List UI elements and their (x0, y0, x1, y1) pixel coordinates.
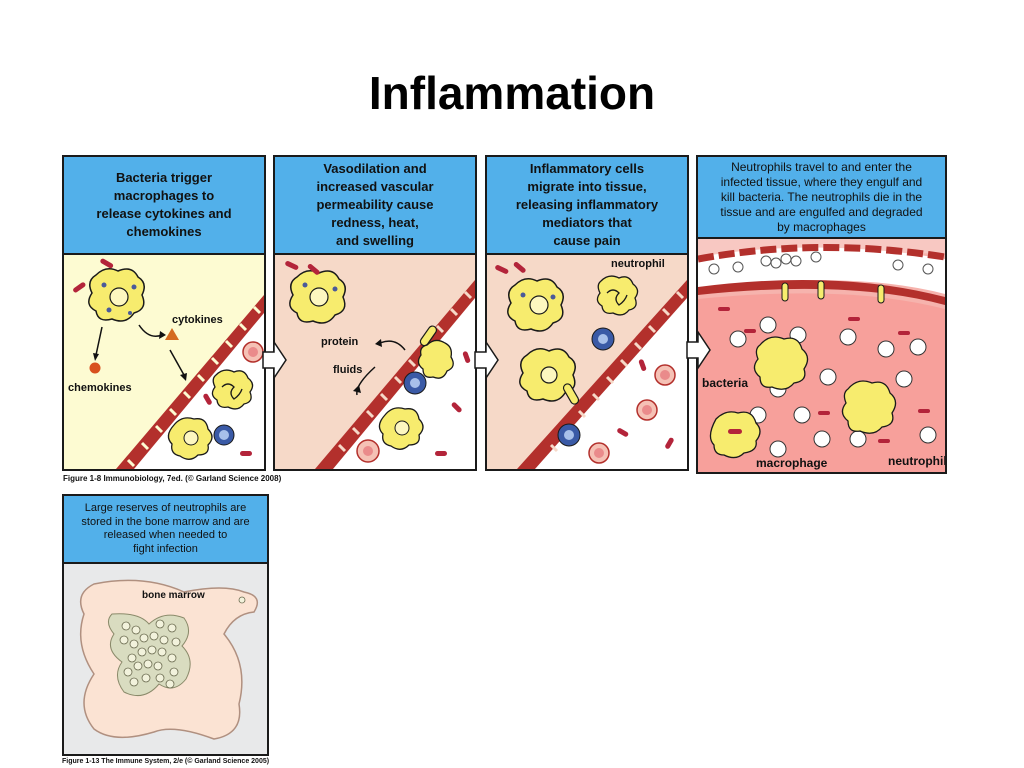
panel-3-header-line: Inflammatory cells (529, 161, 645, 176)
panel-3-illustration: neutrophil (487, 255, 687, 469)
panel-inflammatory-cells: Inflammatory cells migrate into tissue, … (485, 155, 689, 471)
panel-4-illustration: bacteria macrophage neutrophil (698, 239, 945, 472)
bacteria-label: bacteria (702, 376, 748, 390)
panel-3-header-line: cause pain (553, 233, 621, 248)
neutrophil-label: neutrophil (611, 258, 665, 270)
panel-1-header-line: release cytokines and (96, 206, 232, 221)
panel-2-header-line: redness, heat, (331, 215, 419, 230)
panel-4-header-line: by macrophages (777, 219, 866, 234)
panel-4-header-line: Neutrophils travel to and enter the (731, 159, 912, 174)
panel-bone-marrow: Large reserves of neutrophils are stored… (62, 494, 269, 756)
panel-2-header-line: permeability cause (316, 197, 434, 212)
panel-3-header-line: releasing inflammatory (515, 197, 659, 212)
panel-4-header-line: tissue and are engulfed and degraded (720, 204, 923, 219)
chemokines-label: chemokines (68, 382, 132, 394)
panel-2-header-line: Vasodilation and (323, 161, 427, 176)
panel-1-header-line: chemokines (126, 224, 202, 239)
panel-5-header-line: stored in the bone marrow and are (81, 515, 250, 528)
fluids-label: fluids (333, 364, 362, 376)
panel-1-header-line: Bacteria trigger (115, 170, 213, 185)
figure-caption-top: Figure 1-8 Immunobiology, 7ed. (© Garlan… (63, 474, 282, 483)
panel-2-header-line: increased vascular (316, 179, 434, 194)
panel-4-header-line: kill bacteria. The neutrophils die in th… (720, 189, 923, 204)
panel-5-header-line: released when needed to (103, 529, 228, 541)
slide-title: Inflammation (368, 67, 656, 119)
panel-3-header: Inflammatory cells migrate into tissue, … (487, 157, 687, 255)
neutrophil-label: neutrophil (888, 454, 945, 468)
next-arrow-icon (686, 330, 711, 370)
panel-5-header-line: Large reserves of neutrophils are (84, 502, 247, 514)
cytokines-label: cytokines (172, 314, 223, 326)
figure-caption-bottom: Figure 1-13 The Immune System, 2/e (© Ga… (62, 758, 270, 765)
panel-5-header: Large reserves of neutrophils are stored… (64, 496, 267, 564)
panel-4-header-line: infected tissue, where they engulf and (720, 174, 923, 189)
panel-5-header-line: fight infection (133, 542, 198, 555)
panel-bacteria-trigger: Bacteria trigger macrophages to release … (62, 155, 266, 471)
next-arrow-icon (262, 340, 287, 380)
panel-neutrophils-travel: Neutrophils travel to and enter the infe… (696, 155, 947, 474)
bone-marrow-label: bone marrow (142, 590, 205, 601)
protein-label: protein (321, 336, 359, 348)
panel-5-illustration: bone marrow (64, 564, 267, 754)
next-arrow-icon (474, 340, 499, 380)
panel-2-header: Vasodilation and increased vascular perm… (275, 157, 475, 255)
macrophage-label: macrophage (756, 456, 828, 470)
panel-4-header: Neutrophils travel to and enter the infe… (698, 157, 945, 239)
panel-3-header-line: migrate into tissue, (527, 179, 647, 194)
panel-2-illustration: protein fluids (275, 255, 475, 469)
panel-2-header-line: and swelling (335, 233, 414, 248)
panel-1-illustration: cytokines chemokines (64, 255, 264, 469)
panel-3-header-line: mediators that (542, 215, 632, 230)
panel-1-header-line: macrophages to (113, 188, 215, 203)
panel-vasodilation: Vasodilation and increased vascular perm… (273, 155, 477, 471)
panel-1-header: Bacteria trigger macrophages to release … (64, 157, 264, 255)
